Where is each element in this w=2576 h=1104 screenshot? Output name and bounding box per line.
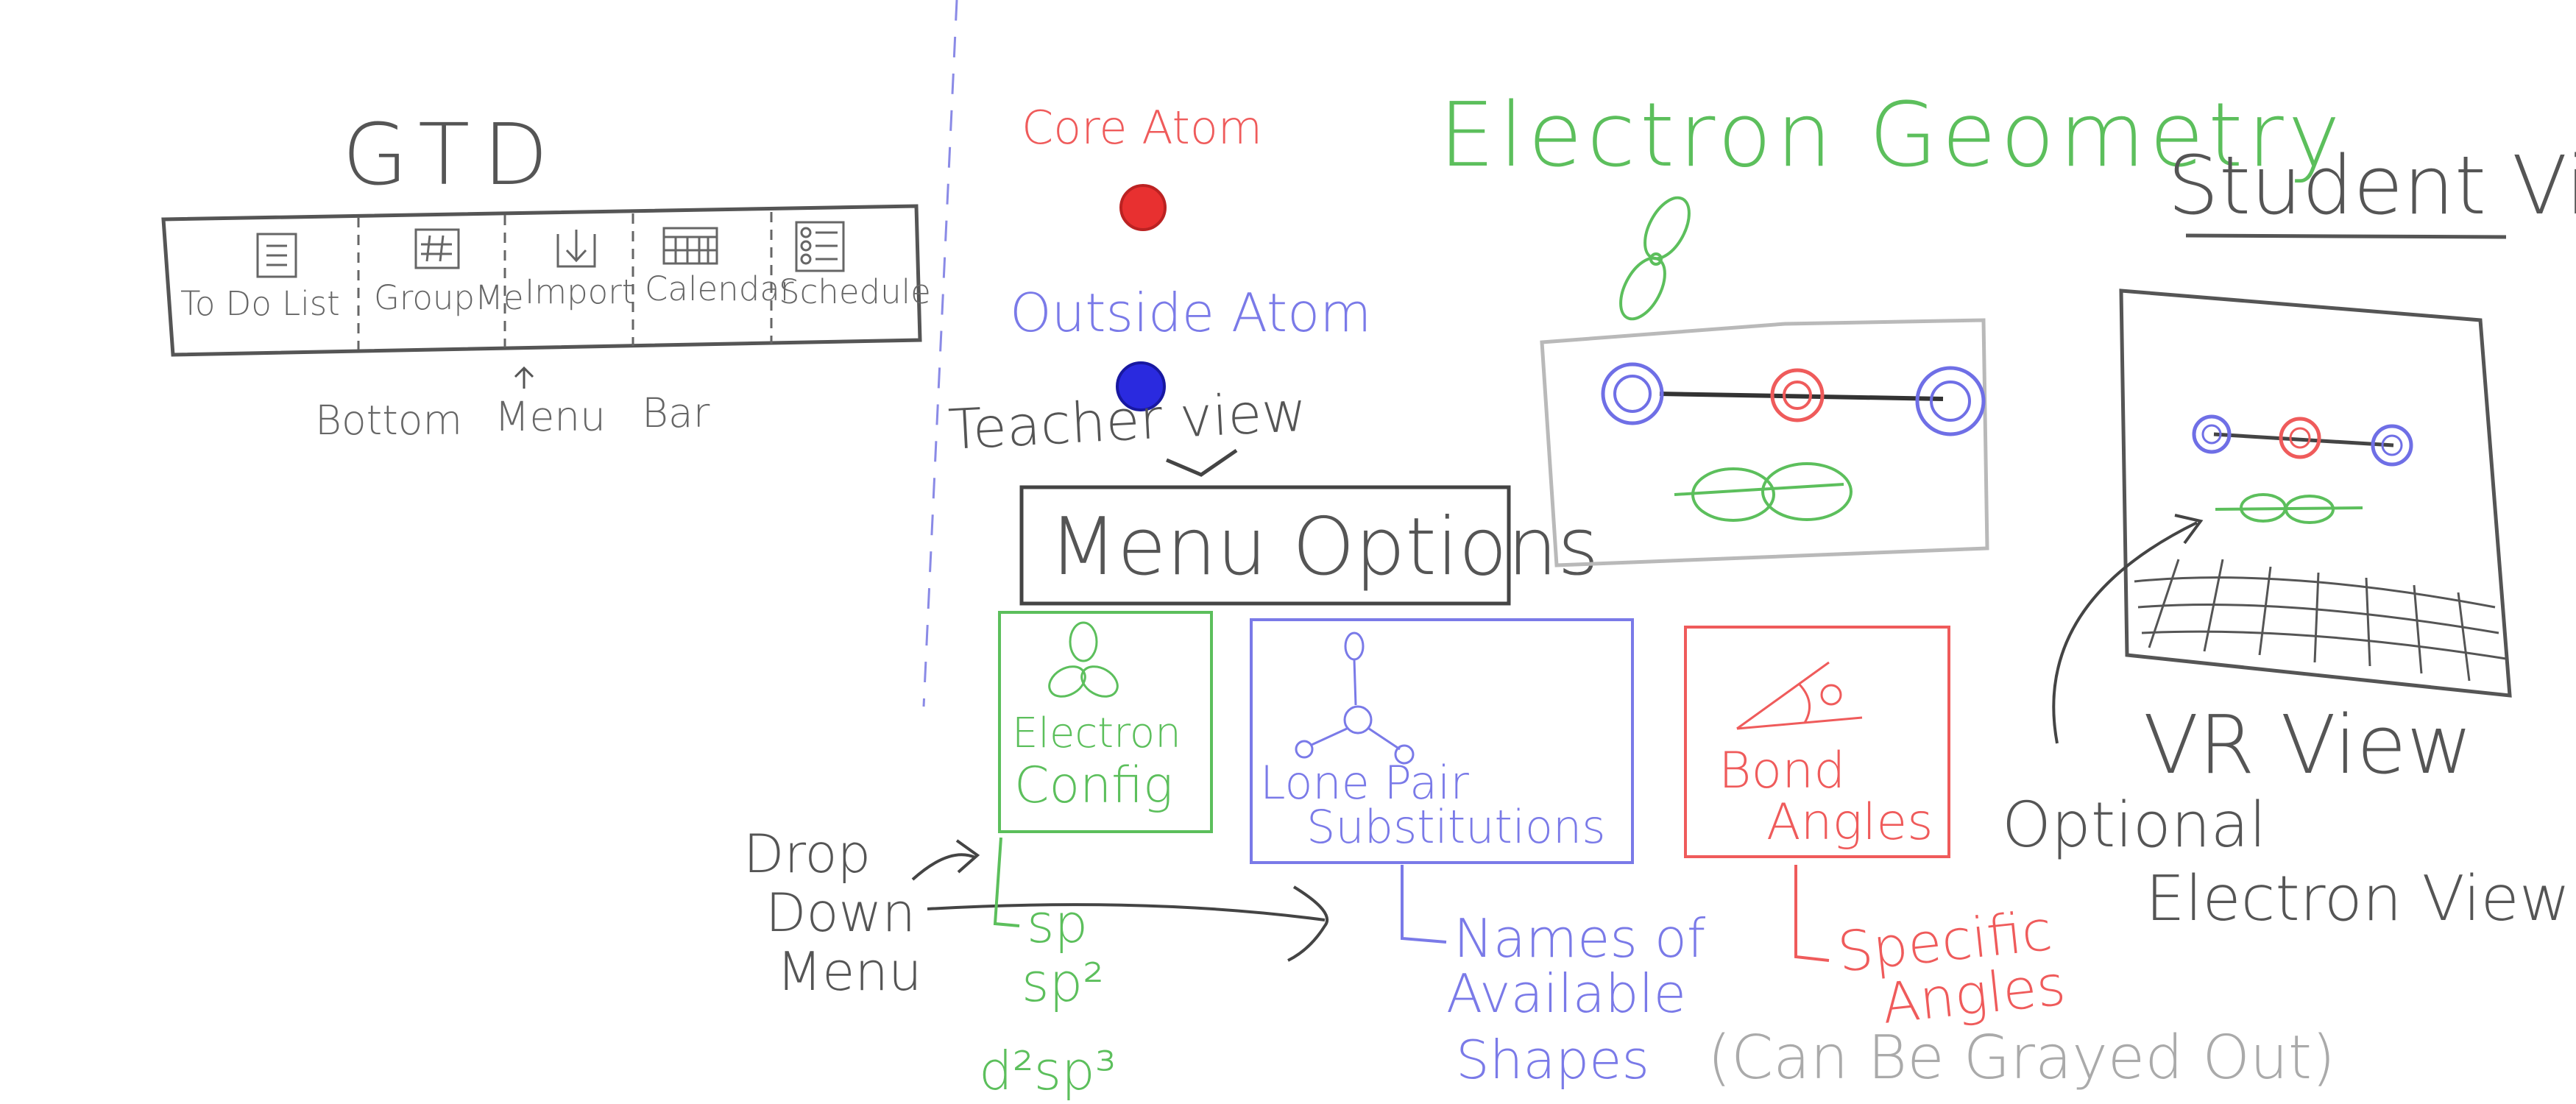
- drop-down-label-2: Down: [765, 882, 916, 944]
- config-bracket: [993, 837, 1020, 927]
- p-orbital-icon: [1619, 196, 1691, 321]
- floor-grid: [2134, 559, 2507, 682]
- core-atom-center: [1770, 368, 1825, 422]
- student-orbital: [2215, 493, 2363, 524]
- lone-pair-sub-3: Shapes: [1456, 1029, 1649, 1091]
- bond-angles-line1: Bond: [1719, 742, 1845, 800]
- config-item-sp: sp: [1027, 893, 1088, 955]
- teacher-view-label: Teacher view: [946, 379, 1308, 462]
- bond-angles-bracket: [1794, 865, 1830, 962]
- up-arrow-icon: [514, 366, 534, 389]
- bottom-menu-bar-caption-mid: Menu: [495, 393, 606, 440]
- student-molecule: [2192, 414, 2413, 467]
- bond-angle-icon: [1736, 661, 1863, 730]
- bottom-menu-bar-caption-pre: Bottom: [315, 397, 462, 444]
- lone-pair-card[interactable]: [1250, 618, 1634, 864]
- schedule-icon: [795, 221, 845, 272]
- drop-down-label-1: Drop: [743, 823, 871, 885]
- electron-config-line2: Config: [1014, 757, 1173, 815]
- menu-options-label: Menu Options: [1049, 501, 1599, 593]
- menu-item-schedule[interactable]: Schedule: [779, 272, 931, 311]
- electron-geometry-section: Electron Geometry: [1439, 85, 2345, 567]
- core-atom-label: Core Atom: [1022, 101, 1262, 155]
- optional-line-2: Electron View: [2145, 863, 2570, 935]
- outside-atom-right: [1915, 366, 1986, 436]
- config-item-d2sp3: d²sp³: [979, 1040, 1117, 1102]
- sp-orbital-shape: [1674, 462, 1853, 522]
- config-item-sp2: sp²: [1022, 952, 1104, 1013]
- student-view-underline: [2185, 233, 2507, 239]
- curved-arrow-icon: [2052, 514, 2204, 744]
- menu-dividers: [357, 212, 773, 350]
- todo-list-icon: [256, 233, 297, 278]
- student-device-frame: [2119, 289, 2512, 698]
- electron-geometry-title: Electron Geometry: [1439, 85, 2345, 187]
- menu-item-import[interactable]: Import: [525, 272, 634, 311]
- bond-angles-line2: Angles: [1766, 793, 1933, 852]
- student-view-section: Student View: [2002, 138, 2576, 935]
- menu-options-box[interactable]: [1019, 485, 1511, 606]
- outside-atom-swatch: [1116, 361, 1166, 411]
- core-atom-swatch: [1119, 184, 1167, 231]
- teacher-view-section: Teacher view Menu Options Electron Confi…: [946, 379, 1950, 864]
- atom-legend: Core Atom Outside Atom: [1010, 101, 1371, 411]
- lone-pair-line2: Substitutions: [1306, 800, 1606, 854]
- vr-view-label: VR View: [2143, 698, 2473, 792]
- menu-item-calendar[interactable]: Calendar: [645, 269, 794, 308]
- gtd-title: GTD: [342, 106, 562, 205]
- outside-atom-left: [1601, 362, 1664, 425]
- orbital-trefoil-icon: [1048, 621, 1119, 698]
- arrow-to-lone-pair-icon: [927, 885, 1329, 962]
- student-view-title: Student View: [2168, 138, 2576, 233]
- optional-line-1: Optional: [2002, 789, 2266, 862]
- arrow-to-config-icon: [911, 839, 980, 881]
- grayed-out-note: (Can Be Grayed Out): [1708, 1023, 2335, 1093]
- outside-atom-label: Outside Atom: [1010, 282, 1371, 344]
- geometry-preview-box: [1540, 318, 1989, 567]
- linear-molecule: [1601, 362, 1986, 436]
- bottom-menu-bar-caption-post: Bar: [642, 389, 710, 436]
- vertical-divider: [922, 0, 958, 707]
- electron-config-line1: Electron: [1012, 710, 1181, 757]
- lone-pair-molecule-icon: [1295, 631, 1415, 765]
- calendar-icon: [662, 227, 718, 265]
- menu-item-todo-list[interactable]: To Do List: [180, 284, 340, 323]
- drop-down-label-3: Menu: [776, 941, 922, 1002]
- lone-pair-bracket: [1401, 865, 1447, 944]
- lone-pair-sub-2: Available: [1446, 963, 1686, 1025]
- drop-down-annotation: Drop Down Menu: [743, 823, 1329, 1002]
- menu-item-groupme[interactable]: GroupMe: [374, 278, 524, 317]
- lone-pair-line1: Lone Pair: [1260, 756, 1469, 810]
- groupme-icon: [414, 228, 460, 269]
- gtd-section: GTD: [161, 106, 931, 444]
- checkmark-icon: [1166, 448, 1238, 477]
- electron-config-card[interactable]: [998, 611, 1213, 833]
- import-icon: [556, 230, 596, 268]
- bottom-menu-bar: [161, 204, 922, 357]
- lone-pair-sub-1: Names of: [1454, 907, 1706, 969]
- bond-angles-card[interactable]: [1684, 626, 1950, 858]
